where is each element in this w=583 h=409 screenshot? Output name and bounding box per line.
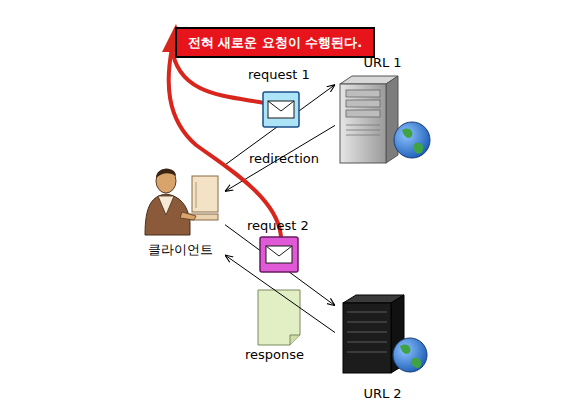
tower-front (340, 84, 386, 163)
drive-bay (346, 100, 380, 107)
globe-icon (394, 122, 430, 158)
drive-bay (346, 90, 380, 97)
response-document (258, 290, 300, 345)
vent-line (346, 130, 380, 131)
node-label: URL 2 (363, 386, 401, 402)
envelope-flap (268, 101, 294, 111)
client-illustration (145, 169, 218, 235)
person-head (156, 169, 176, 193)
rack-slot (347, 322, 387, 323)
globe-icon (393, 338, 427, 372)
node-label: 클라이언트 (148, 242, 213, 258)
request-envelope (263, 92, 299, 127)
edge-label: redirection (249, 151, 319, 167)
edge-label: response (245, 347, 304, 363)
server-node: URL 1 (335, 55, 430, 165)
edge-label: request 1 (248, 67, 310, 83)
document-fold (290, 335, 300, 345)
tower-side (386, 76, 398, 163)
envelope-tile (260, 237, 298, 272)
server-node: URL 2 (335, 290, 430, 402)
envelope-flap (266, 246, 292, 256)
rack-slot (347, 352, 387, 353)
globe-land (402, 128, 412, 138)
node-label: URL 1 (363, 55, 401, 71)
connector-arrow (225, 125, 335, 191)
globe-land (400, 344, 410, 354)
envelope (268, 101, 294, 118)
server-tower (340, 76, 398, 163)
envelope-tile (263, 92, 299, 127)
rack-slot (347, 312, 387, 313)
globe-land (412, 358, 422, 368)
monitor (192, 176, 218, 212)
rack-slot (347, 342, 387, 343)
envelope (266, 246, 292, 263)
rack-front (343, 303, 391, 373)
globe (394, 122, 430, 158)
rack-slot (347, 332, 387, 333)
person-hair (156, 169, 176, 178)
person-hand (180, 212, 196, 220)
callout-box: 전혀 새로운 요청이 수행된다. (175, 27, 375, 58)
drive-bay (346, 110, 380, 117)
client-node: 클라이언트 (135, 160, 225, 258)
node-label: 전혀 새로운 요청이 수행된다. (188, 35, 363, 51)
request-envelope (260, 237, 298, 272)
person-collar (158, 196, 174, 215)
vent-line (346, 125, 380, 126)
monitor-detail (196, 182, 197, 208)
edge-label: request 2 (247, 218, 309, 234)
globe-land (414, 143, 424, 154)
vent-line (346, 135, 380, 136)
globe (393, 338, 427, 372)
